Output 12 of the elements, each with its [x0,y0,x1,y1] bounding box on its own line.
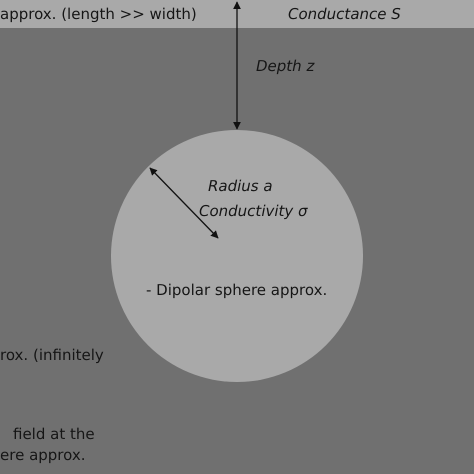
conductive-layer-band [0,0,474,28]
text-fragment: rox. (infinitely [0,346,104,364]
text-fragment: ere approx. [0,446,86,464]
sphere-note: - Dipolar sphere approx. [146,281,328,299]
arrow [233,1,241,130]
text-fragment: field at the [13,425,95,443]
layer-label: Conductance S [288,5,401,23]
sphere-label: Conductivity σ [199,202,308,220]
edge-label: Depth z [256,57,314,75]
layer-note: approx. (length >> width) [0,5,197,23]
sphere-label: Radius a [208,177,273,195]
conductive-sphere [111,130,363,382]
